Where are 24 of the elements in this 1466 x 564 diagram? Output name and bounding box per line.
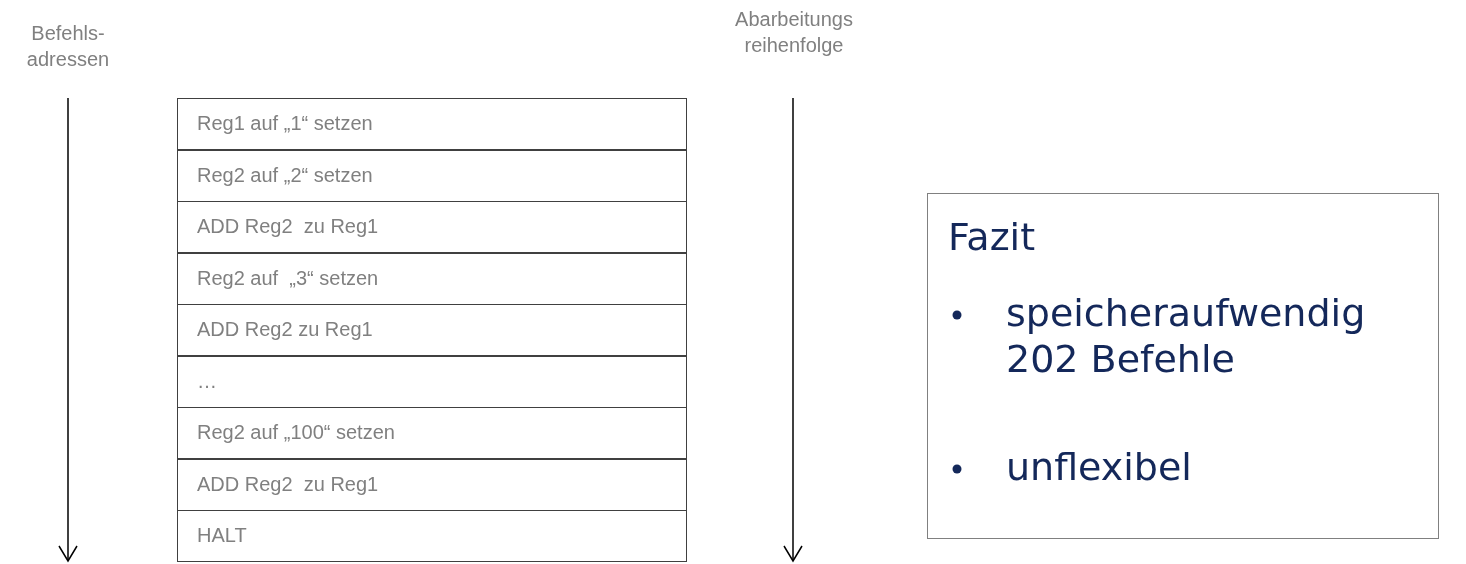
instruction-text: Reg1 auf „1“ setzen: [197, 112, 373, 135]
summary-heading: Fazit: [948, 214, 1036, 260]
summary-panel: [927, 193, 1439, 539]
instruction-row: [177, 355, 687, 408]
instruction-text: Reg2 auf „100“ setzen: [197, 421, 395, 444]
instruction-row: [177, 149, 687, 202]
instruction-row: [177, 201, 687, 253]
instruction-text: Reg2 auf „2“ setzen: [197, 163, 373, 187]
instruction-row: [177, 510, 687, 562]
instruction-row: [177, 407, 687, 459]
instruction-row: [177, 458, 687, 511]
instruction-text: ADD Reg2 zu Reg1: [197, 472, 379, 496]
instruction-text: ADD Reg2 zu Reg1: [197, 215, 379, 238]
instruction-text: HALT: [197, 524, 247, 547]
instruction-text: Reg2 auf „3“ setzen: [197, 266, 379, 290]
axis-label: Abarbeitungs reihenfolge: [734, 7, 854, 58]
bullet-text: speicheraufwendig 202 Befehle: [1006, 290, 1367, 382]
axis-label: Befehls- adressen: [25, 21, 111, 72]
instruction-text: …: [197, 369, 217, 393]
instruction-row: [177, 98, 687, 150]
instruction-row: [177, 252, 687, 305]
instruction-row: [177, 304, 687, 356]
bullet-text: unflexibel: [1006, 444, 1193, 490]
instruction-text: ADD Reg2 zu Reg1: [197, 318, 373, 341]
